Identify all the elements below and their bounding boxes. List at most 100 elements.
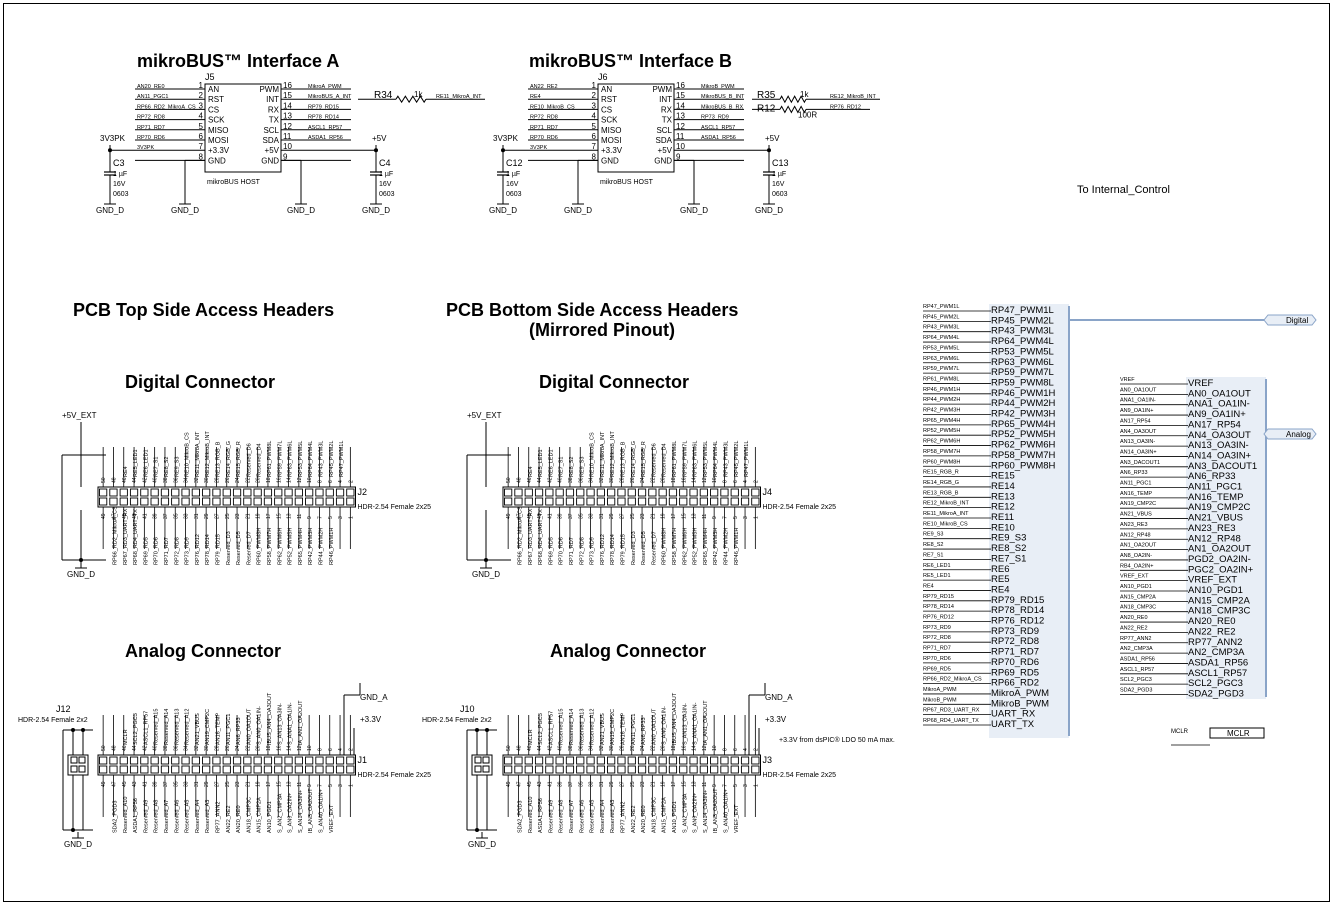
r35-net: RE12_MikroB_INT — [830, 94, 876, 100]
analog-pin-label: AN22_RE2 — [1188, 626, 1236, 637]
j1-pin-bottom — [109, 765, 118, 774]
j2-pin-num-top: 24 — [235, 477, 241, 483]
j1-pin-bottom — [171, 765, 180, 774]
mikrobus-b-capL-value: 1 µF — [506, 171, 520, 178]
j4-net-bottom: RP73_RD9 — [590, 537, 596, 565]
j10-dot3 — [475, 828, 479, 832]
j2-pin-num-top: 26 — [225, 477, 231, 483]
j4-pin-num-bottom: 45 — [527, 513, 533, 519]
digital-net-name: RP63_PWM6L — [923, 356, 959, 362]
j2-pin-bottom — [160, 497, 170, 506]
mikrobus-b-left-pin-name: CS — [601, 105, 612, 114]
j1-pin-num-top: 22 — [245, 745, 251, 751]
digital-pin-label: RP73_RD9 — [991, 626, 1039, 637]
mikrobus-b-left-pin-name: +3.3V — [601, 146, 623, 155]
j1-pin-bottom — [150, 765, 159, 774]
j3-net-top: AN21_VBUS — [600, 713, 606, 745]
j3-pin-num-bottom: 29 — [609, 781, 615, 787]
digital-pin-label: RP42_PWM3H — [991, 409, 1056, 420]
j4-pin-num-top: 42 — [547, 477, 553, 483]
analog-pin-label: SDA2_PGD3 — [1188, 689, 1244, 700]
j3-pin-bottom — [689, 765, 698, 774]
j1-pin-num-top: 18 — [266, 745, 272, 751]
j3-net-top: MCLR — [528, 729, 534, 745]
j4-pin-top — [514, 488, 523, 497]
digital-net-name: RE10_MikroB_CS — [923, 521, 968, 527]
j2-net-bottom: RP46_PWM1H — [329, 528, 335, 565]
j4-pin-num-top: 18 — [671, 477, 677, 483]
j3-pin-num-top: 6 — [733, 748, 739, 751]
mikrobus-b-right-pin-name: RX — [661, 105, 673, 114]
j2-pin-top — [222, 488, 231, 497]
j2-pin-top — [119, 488, 128, 497]
mikrobus-a-right-pin-name: SDA — [263, 136, 280, 145]
analog-net-name: AN15_CMP2A — [1120, 594, 1156, 600]
mikrobus-a-right-pin-num: 9 — [283, 152, 288, 161]
digital-net-name: RP79_RD15 — [923, 594, 954, 600]
j12-pin — [78, 765, 86, 773]
j1-pin-num-bottom: 5 — [328, 784, 334, 787]
j3-pin-num-bottom: 35 — [578, 781, 584, 787]
mikrobus-b-left-net: RP71_RD7 — [530, 125, 558, 131]
j3-pin-top — [534, 756, 544, 765]
j4-pin-num-top: 12 — [702, 477, 708, 483]
j3-pin-num-bottom: 19 — [661, 781, 667, 787]
j2-pin-num-top: 2 — [348, 480, 354, 483]
j1-pin-num-top: 26 — [225, 745, 231, 751]
j2-pin-num-bottom: 31 — [194, 513, 200, 519]
r12-ref: R12 — [757, 103, 776, 114]
j3-net-top: AN0_OA1OUT — [651, 708, 657, 745]
digital-pin-label: RP44_PWM2H — [991, 398, 1056, 409]
j1-net-top: AN21_VBUS — [195, 713, 201, 745]
j1-pin-num-top: 20 — [256, 745, 262, 751]
j1-net-bottom: RP77_ANN2 — [215, 802, 221, 834]
j12-dot3 — [71, 828, 75, 832]
digital-net-name: RP76_RD12 — [923, 615, 954, 621]
j1-pin-num-bottom: 45 — [122, 781, 128, 787]
j3-pin-bottom — [596, 765, 605, 774]
j4-gnd-label: GND_D — [472, 570, 500, 579]
j3-pin-bottom — [648, 765, 657, 774]
mikrobus-a-right-pin-num: 14 — [283, 101, 292, 110]
j4-pin-num-bottom: 31 — [599, 513, 605, 519]
j3-pin-bottom — [627, 765, 636, 774]
j3-pin-top — [668, 756, 678, 765]
mikrobus-a-gnd-right-label: GND_D — [362, 206, 390, 215]
j4-pin-num-bottom: 27 — [619, 513, 625, 519]
j2-pin-bottom — [346, 497, 355, 506]
j4-pin-top — [627, 488, 636, 497]
digital-net-name: RP70_RD6 — [923, 656, 951, 662]
digital-net-name: RE13_RGB_B — [923, 490, 959, 496]
mikrobus-b-left-net: RE10_MikroB_CS — [530, 104, 575, 110]
j2-pin-num-bottom: 9 — [307, 516, 313, 519]
mikrobus-a-left-pin-name: GND — [208, 156, 226, 165]
j2-net-bottom: RP66_RD2_MikroA_CS — [112, 506, 118, 565]
j10-pin — [474, 765, 482, 773]
digital-net-name: RE8_S2 — [923, 542, 944, 548]
j2-net-bottom: RP68_RD4_UART_TX — [133, 509, 139, 565]
j4-pin-num-top: 14 — [692, 477, 698, 483]
j3-pin-num-bottom: 11 — [702, 782, 708, 787]
digital-pin-label: RE13 — [991, 491, 1015, 502]
j3-pin-top — [740, 756, 750, 765]
r35-ref: R35 — [757, 90, 776, 101]
j4-net-bottom: RP62_PWM6H — [682, 528, 688, 565]
j2-pin-bottom — [99, 497, 108, 506]
j2-pin-num-bottom: 19 — [256, 513, 262, 519]
analog-pin-label: ASCL1_RP57 — [1188, 668, 1247, 679]
digital-net-name: RP78_RD14 — [923, 604, 954, 610]
j4-pin-top — [586, 488, 595, 497]
j4-pin-num-top: 32 — [599, 477, 605, 483]
j4-net-bottom: RP78_RD14 — [610, 534, 616, 565]
digital-pin-label: RP66_RD2 — [991, 678, 1039, 689]
mikrobus-b-gnd-right-label: GND_D — [755, 206, 783, 215]
j4-pin-bottom — [668, 497, 678, 506]
j1-net-bottom: Reserved_A9 — [143, 800, 149, 833]
j1-pin-num-bottom: 37 — [163, 781, 169, 787]
digital-pin-label: MikroA_PWM — [991, 688, 1049, 699]
j2-pin-num-top: 6 — [328, 480, 334, 483]
j1-pin-top — [212, 756, 221, 765]
j4-pin-num-bottom: 9 — [712, 516, 718, 519]
analog-pin-label: RP77_ANN2 — [1188, 637, 1242, 648]
j1-net-bottom: Reserved_A8 — [154, 800, 160, 833]
